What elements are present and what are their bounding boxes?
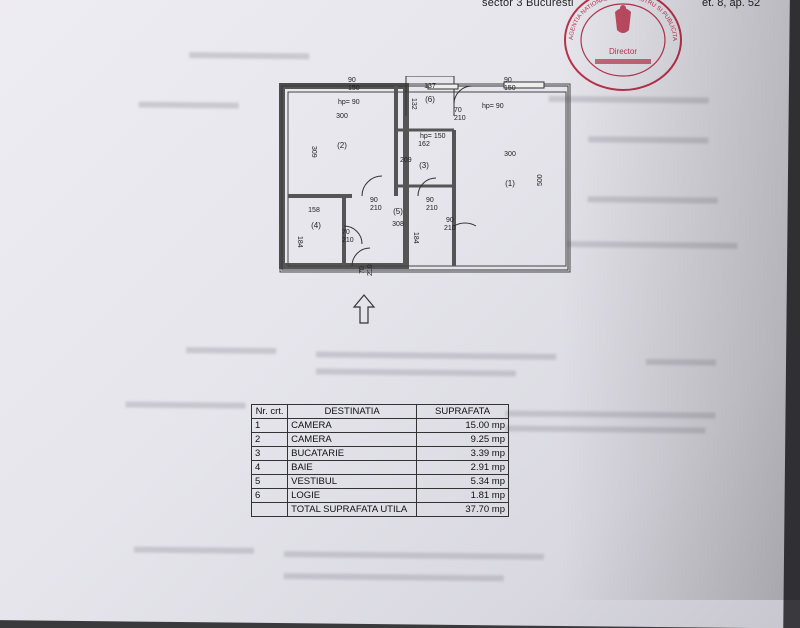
- address-text: sector 3 Bucuresti: [482, 0, 574, 9]
- svg-text:500: 500: [537, 174, 544, 186]
- svg-text:90: 90: [370, 197, 378, 204]
- svg-text:158: 158: [308, 207, 320, 214]
- entrance-arrow-icon: [352, 294, 376, 324]
- row-surface: 1.81 mp: [416, 488, 509, 503]
- table-row: 3 BUCATARIE 3.39 mp: [250, 446, 509, 461]
- svg-text:150: 150: [504, 85, 516, 92]
- svg-text:(1): (1): [505, 179, 515, 188]
- svg-text:hp= 90: hp= 90: [338, 99, 360, 106]
- svg-text:hp= 150: hp= 150: [420, 133, 446, 140]
- room-2-number: 2: [340, 141, 345, 150]
- svg-text:209: 209: [400, 157, 412, 164]
- room-3-number: 3: [422, 161, 427, 170]
- svg-text:132: 132: [410, 98, 417, 110]
- row-number: 1: [250, 418, 289, 433]
- svg-text:184: 184: [412, 232, 419, 244]
- total-value: 37.70 mp: [416, 502, 509, 517]
- stamp-title: Director: [609, 47, 637, 56]
- svg-text:(3): (3): [419, 161, 429, 170]
- svg-text:162: 162: [418, 141, 430, 148]
- row-destination: BAIE: [287, 460, 418, 475]
- official-stamp: AGENTIA NATIONALA DE CADASTRU SI PUBLICI…: [560, 0, 682, 91]
- row-number: 6: [250, 488, 289, 503]
- row-surface: 2.91 mp: [416, 460, 509, 475]
- floor-plan: (2) (1) (3) (4) (5) (6) 300 309 300 500 …: [279, 76, 571, 276]
- row-surface: 15.00 mp: [416, 418, 509, 433]
- svg-text:137: 137: [424, 83, 436, 90]
- svg-text:308: 308: [392, 221, 404, 228]
- row-number: 3: [250, 446, 289, 461]
- table-row: 6 LOGIE 1.81 mp: [250, 488, 509, 503]
- svg-text:hp= 90: hp= 90: [482, 103, 504, 110]
- table-row: 5 VESTIBUL 5.34 mp: [250, 474, 509, 489]
- svg-text:90: 90: [426, 197, 434, 204]
- svg-text:90: 90: [446, 217, 454, 224]
- svg-text:70: 70: [359, 266, 366, 274]
- column-header: Nr. crt.: [250, 404, 289, 419]
- svg-text:210: 210: [370, 205, 382, 212]
- coat-of-arms-icon: [615, 5, 631, 33]
- row-destination: BUCATARIE: [287, 446, 418, 461]
- row-number: 2: [250, 432, 289, 447]
- row-number: 4: [250, 460, 289, 475]
- room-4-number: 4: [314, 221, 319, 230]
- svg-text:(2): (2): [337, 141, 347, 150]
- row-surface: 5.34 mp: [416, 474, 509, 489]
- room-1-number: 1: [508, 179, 513, 188]
- svg-text:300: 300: [336, 113, 348, 120]
- column-header: DESTINATIA: [287, 404, 418, 419]
- svg-text:70: 70: [454, 107, 462, 114]
- svg-text:(4): (4): [311, 221, 321, 230]
- room-6-number: 6: [428, 95, 433, 104]
- table-row: 2 CAMERA 9.25 mp: [250, 432, 509, 447]
- table-total-row: TOTAL SUPRAFATA UTILA 37.70 mp: [250, 502, 509, 517]
- apartment-text: et. 8, ap. 52: [702, 0, 761, 9]
- svg-text:90: 90: [348, 77, 356, 84]
- row-number: 5: [250, 474, 289, 489]
- table-header-row: Nr. crt. DESTINATIA SUPRAFATA: [250, 404, 509, 419]
- total-label: TOTAL SUPRAFATA UTILA: [287, 502, 418, 517]
- room-5-number: 5: [396, 207, 401, 216]
- column-header: SUPRAFATA: [416, 404, 509, 419]
- svg-text:210: 210: [342, 237, 354, 244]
- svg-text:150: 150: [348, 85, 360, 92]
- row-destination: VESTIBUL: [287, 474, 418, 489]
- svg-text:(6): (6): [425, 95, 435, 104]
- row-surface: 3.39 mp: [416, 446, 509, 461]
- svg-text:90: 90: [504, 77, 512, 84]
- surface-table: Nr. crt. DESTINATIA SUPRAFATA 1 CAMERA 1…: [250, 404, 509, 517]
- svg-text:309: 309: [310, 146, 317, 158]
- svg-text:210: 210: [426, 205, 438, 212]
- svg-text:70: 70: [342, 229, 350, 236]
- svg-text:184: 184: [296, 236, 303, 248]
- svg-text:300: 300: [504, 151, 516, 158]
- table-row: 4 BAIE 2.91 mp: [250, 460, 509, 475]
- row-destination: CAMERA: [287, 418, 418, 433]
- row-destination: CAMERA: [287, 432, 418, 447]
- svg-text:210: 210: [367, 264, 374, 276]
- svg-text:210: 210: [444, 225, 456, 232]
- row-destination: LOGIE: [287, 488, 418, 503]
- svg-text:(5): (5): [393, 207, 403, 216]
- row-surface: 9.25 mp: [416, 432, 509, 447]
- table-row: 1 CAMERA 15.00 mp: [250, 418, 509, 433]
- svg-text:210: 210: [454, 115, 466, 122]
